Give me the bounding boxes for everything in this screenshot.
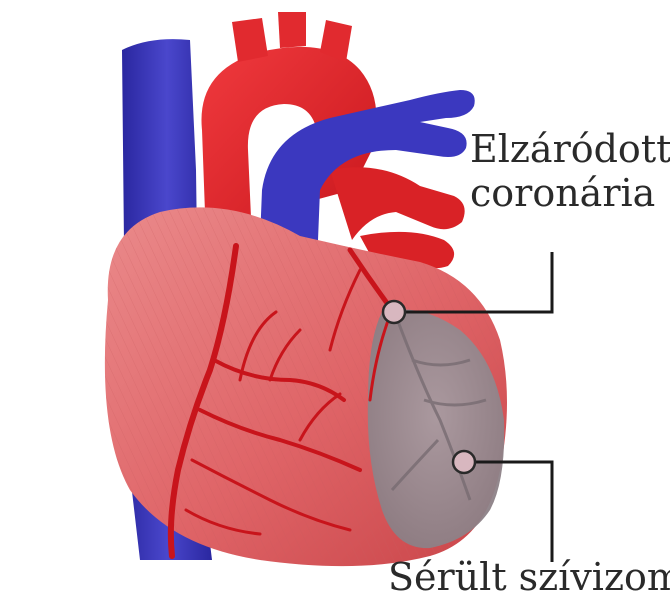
aortic-branch-2 [278,12,306,48]
aortic-branch-1 [232,18,268,62]
label-occluded-coronary: Elzáródott coronária [470,128,670,215]
label-occluded-line1: Elzáródott [470,128,670,172]
label-damaged-myocardium: Sérült szívizom [388,556,670,600]
label-occluded-line2: coronária [470,172,670,216]
pulmonary-vessel [330,167,465,240]
